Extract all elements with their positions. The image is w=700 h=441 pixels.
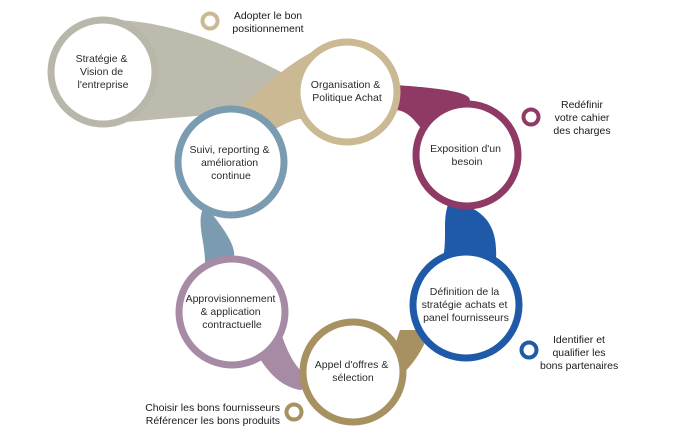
callout-partenaires: Identifier et qualifier les bons partena…	[540, 334, 618, 373]
connector-approvisionnement-suivi	[200, 205, 235, 262]
callout-line: bons partenaires	[540, 360, 619, 372]
node-definition: Définition de la stratégie achats et pan…	[409, 248, 523, 362]
callout-line: Adopter le bon	[233, 10, 303, 22]
callout-line: Choisir les bons fournisseurs	[145, 402, 280, 414]
callout-line: votre cahier	[554, 112, 610, 124]
node-strategie-label: Stratégie & Vision de l'entreprise	[76, 53, 131, 91]
callout-fournisseurs: Choisir les bons fournisseurs Référencer…	[140, 402, 280, 428]
callout-ring-positionnement	[200, 11, 220, 31]
callout-cahier: Redéfinir votre cahier des charges	[548, 99, 616, 138]
callout-line: positionnement	[232, 23, 304, 35]
node-definition-label: Définition de la stratégie achats et pan…	[422, 286, 511, 324]
node-approvisionnement: Approvisionnement & application contract…	[175, 255, 289, 369]
callout-ring-partenaires	[519, 340, 539, 360]
node-suivi: Suivi, reporting & amélioration continue	[174, 105, 288, 219]
node-suivi-label: Suivi, reporting & amélioration continue	[190, 144, 273, 182]
callout-line: Référencer les bons produits	[145, 415, 280, 427]
node-exposition-label: Exposition d'un besoin	[430, 143, 504, 168]
node-organisation: Organisation & Politique Achat	[293, 38, 401, 146]
callout-line: Identifier et	[553, 334, 605, 346]
node-approvisionnement-label: Approvisionnement & application contract…	[186, 293, 279, 331]
node-appel-label: Appel d'offres & sélection	[315, 359, 392, 384]
callout-ring-fournisseurs	[284, 402, 304, 422]
node-appel: Appel d'offres & sélection	[299, 318, 407, 426]
callout-line: Redéfinir	[560, 99, 604, 111]
node-strategie: Stratégie & Vision de l'entreprise	[47, 16, 159, 128]
callout-line: qualifier les	[552, 347, 606, 359]
callout-line: des charges	[553, 125, 611, 137]
node-organisation-label: Organisation & Politique Achat	[311, 79, 383, 104]
node-exposition: Exposition d'un besoin	[412, 100, 522, 210]
callout-ring-cahier	[521, 107, 541, 127]
callout-positionnement: Adopter le bon positionnement	[228, 10, 308, 36]
